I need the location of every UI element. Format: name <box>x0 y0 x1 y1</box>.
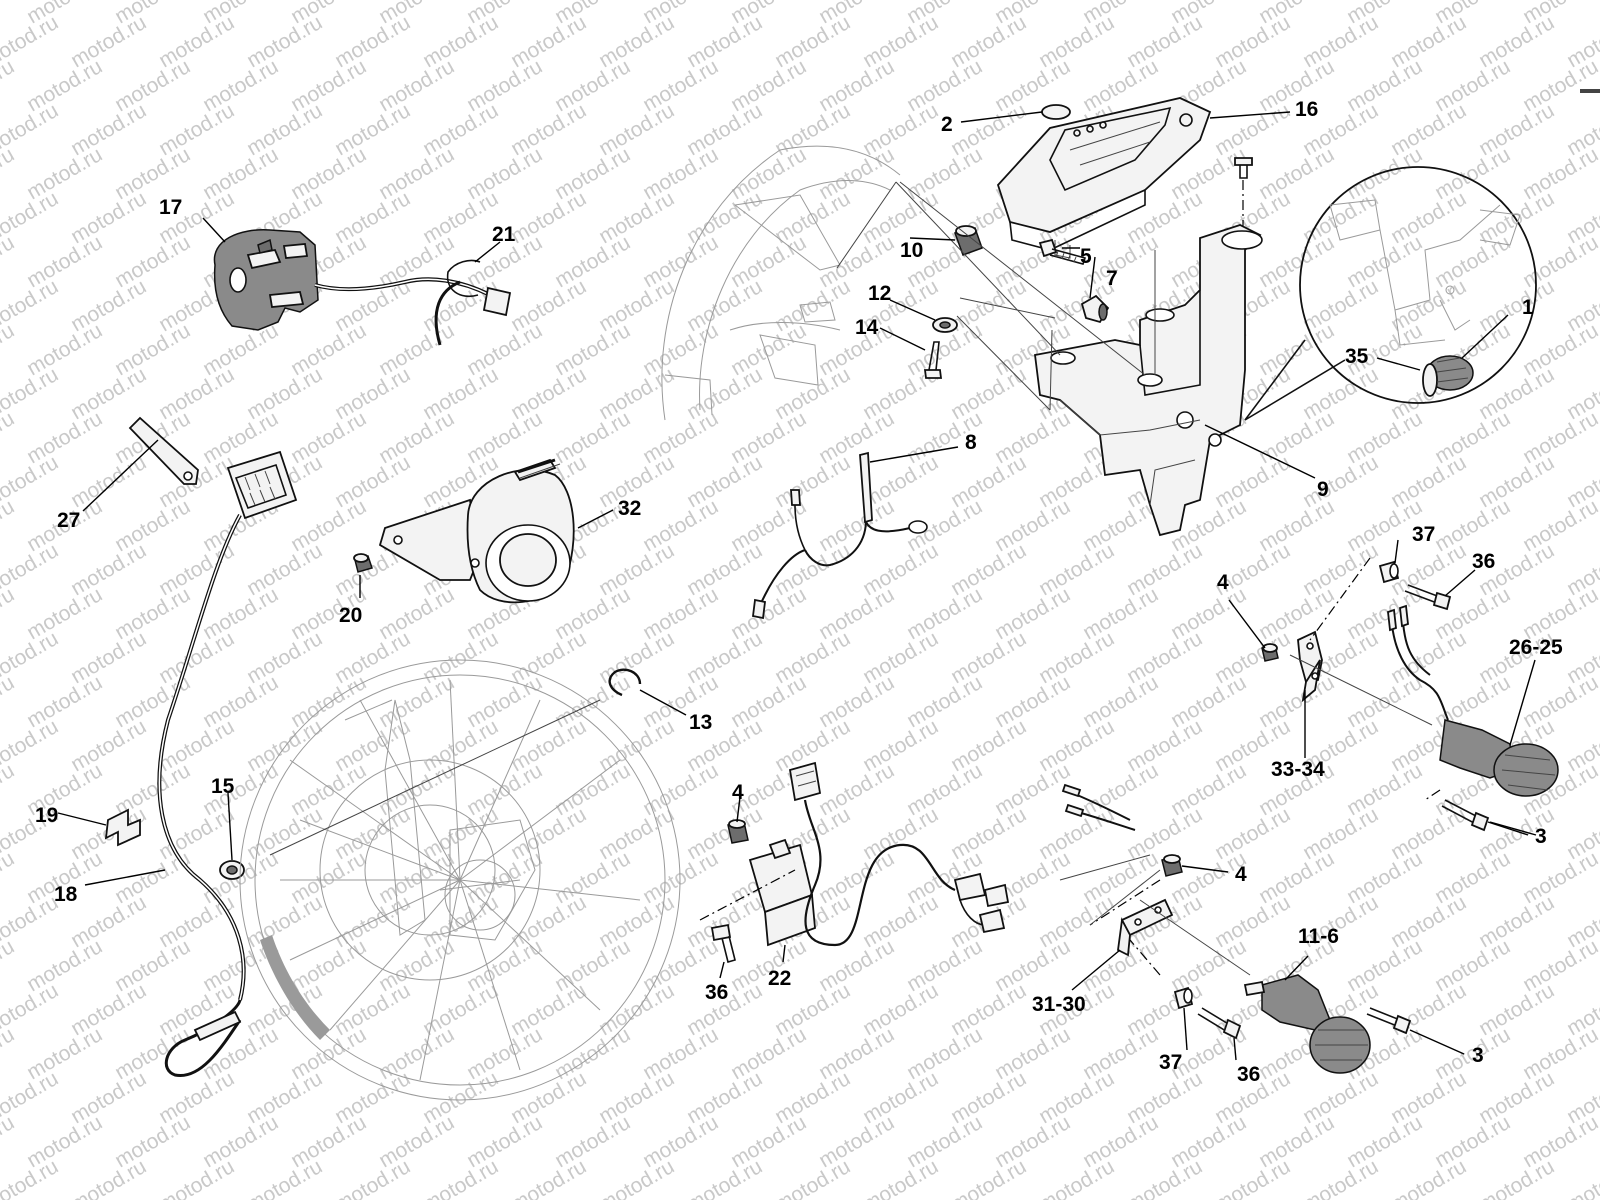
callout-2: 2 <box>941 113 953 136</box>
bolt-part-36-lower <box>712 925 735 962</box>
callout-37-lower: 37 <box>1159 1051 1183 1074</box>
callout-14: 14 <box>855 316 879 339</box>
wire-harness-part-8 <box>753 453 927 618</box>
callout-17: 17 <box>159 196 183 219</box>
horn-part-32 <box>380 460 574 602</box>
callout-22: 22 <box>768 967 792 990</box>
callout-7: 7 <box>1106 267 1118 290</box>
fairing-outline <box>662 146 900 420</box>
callout-35: 35 <box>1345 345 1369 368</box>
speed-sensor-cable-part-18 <box>159 452 296 1076</box>
callout-3-lower: 3 <box>1472 1044 1484 1067</box>
bolt-part-36-upper <box>1405 585 1450 609</box>
bolt-part-36-rear <box>1198 1008 1240 1038</box>
callout-36-upper: 36 <box>1472 550 1496 573</box>
callout-31-30: 31-30 <box>1032 993 1086 1016</box>
callout-36-rear: 36 <box>1237 1063 1261 1086</box>
washer-part-12 <box>933 318 957 332</box>
callout-27: 27 <box>57 509 81 532</box>
headlight-bracket-part-9 <box>1035 225 1262 535</box>
bolt-part-3-lower <box>1367 1008 1410 1033</box>
instrument-cluster-part-16 <box>998 98 1210 258</box>
callout-13: 13 <box>689 711 713 734</box>
circlip-part-13 <box>610 670 640 695</box>
indicator-bracket-part-33-34 <box>1298 632 1322 700</box>
knob-part-1-35 <box>1423 356 1473 396</box>
callout-4-right: 4 <box>1217 571 1229 594</box>
detail-view-circle <box>1245 167 1536 420</box>
nut-part-4-rear <box>1162 855 1182 876</box>
callout-11-6: 11-6 <box>1298 925 1339 948</box>
callout-36-lower: 36 <box>705 981 729 1004</box>
strap-part-27 <box>130 418 198 484</box>
bolt-part-3-upper <box>1442 800 1488 830</box>
screw-part-14 <box>925 342 941 378</box>
control-unit-part-22 <box>750 763 1008 945</box>
nut-part-20 <box>354 554 372 572</box>
callout-12: 12 <box>868 282 892 305</box>
callout-4-lower: 4 <box>732 781 744 804</box>
callout-20: 20 <box>339 604 363 627</box>
callout-3-upper: 3 <box>1535 825 1547 848</box>
bushing-part-7 <box>1082 296 1108 322</box>
front-wheel-disc <box>240 660 680 1100</box>
bushing-part-37-lower <box>1175 988 1192 1008</box>
bushing-part-37-upper <box>1380 562 1398 582</box>
callout-4-rear: 4 <box>1235 863 1247 886</box>
cable-clip-part-19 <box>106 810 140 845</box>
handlebar-switch-part-17 <box>214 230 510 345</box>
assembly-lines-right <box>270 558 1440 975</box>
callout-5: 5 <box>1080 245 1092 268</box>
callout-10: 10 <box>900 239 924 262</box>
indicator-part-26-25 <box>1388 606 1558 796</box>
rubber-cap-part-2 <box>1042 105 1070 119</box>
callout-26-25: 26-25 <box>1509 636 1563 659</box>
callout-21: 21 <box>492 223 516 246</box>
callout-33-34: 33-34 <box>1271 758 1325 781</box>
nut-part-4-lower <box>728 820 748 843</box>
indicator-bracket-part-31-30 <box>1118 900 1172 955</box>
callout-18: 18 <box>54 883 78 906</box>
callout-9: 9 <box>1317 478 1329 501</box>
callout-37-upper: 37 <box>1412 523 1436 546</box>
callout-15: 15 <box>211 775 235 798</box>
callout-1: 1 <box>1522 296 1534 319</box>
callout-8: 8 <box>965 431 977 454</box>
callout-19: 19 <box>35 804 59 827</box>
edge-mark <box>1580 89 1600 93</box>
callout-16: 16 <box>1295 98 1319 121</box>
callout-32: 32 <box>618 497 642 520</box>
rubber-mount-part-10 <box>955 226 982 255</box>
